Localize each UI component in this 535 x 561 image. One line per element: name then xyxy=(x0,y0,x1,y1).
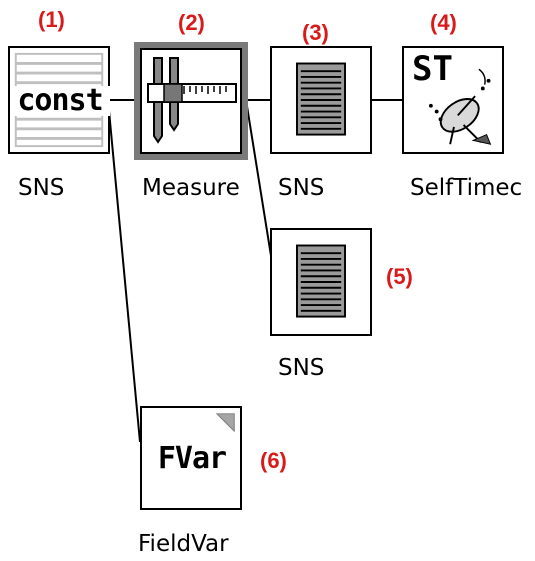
node-number-2: (2) xyxy=(178,10,205,35)
node-number-4: (4) xyxy=(430,10,457,35)
node-label-2: Measure xyxy=(142,175,240,201)
document-icon xyxy=(272,230,370,334)
node-label-5: SNS xyxy=(278,355,325,381)
node-label-4: SelfTimec xyxy=(410,175,523,201)
node-const-sns[interactable]: const xyxy=(8,46,110,154)
node-label-1: SNS xyxy=(18,175,65,201)
const-icon-text: const xyxy=(10,86,110,116)
node-selftimec[interactable]: ST xyxy=(402,46,504,154)
node-number-6: (6) xyxy=(260,448,287,473)
node-label-6: FieldVar xyxy=(138,531,229,557)
connector-2-5 xyxy=(245,99,273,263)
node-measure[interactable] xyxy=(134,42,248,160)
node-number-5: (5) xyxy=(386,264,413,289)
node-sns-3[interactable] xyxy=(270,46,372,154)
caliper-icon xyxy=(140,48,242,154)
st-icon-text: ST xyxy=(412,49,453,89)
node-sns-5[interactable] xyxy=(270,228,372,336)
node-number-3: (3) xyxy=(302,20,329,45)
document-icon xyxy=(272,48,370,152)
node-fieldvar[interactable]: FVar xyxy=(140,406,242,510)
node-number-1: (1) xyxy=(38,7,65,32)
fvar-icon-text: FVar xyxy=(157,441,227,476)
node-label-3: SNS xyxy=(278,175,325,201)
satellite-dish-icon xyxy=(404,48,502,152)
fvar-block-icon xyxy=(142,408,240,508)
